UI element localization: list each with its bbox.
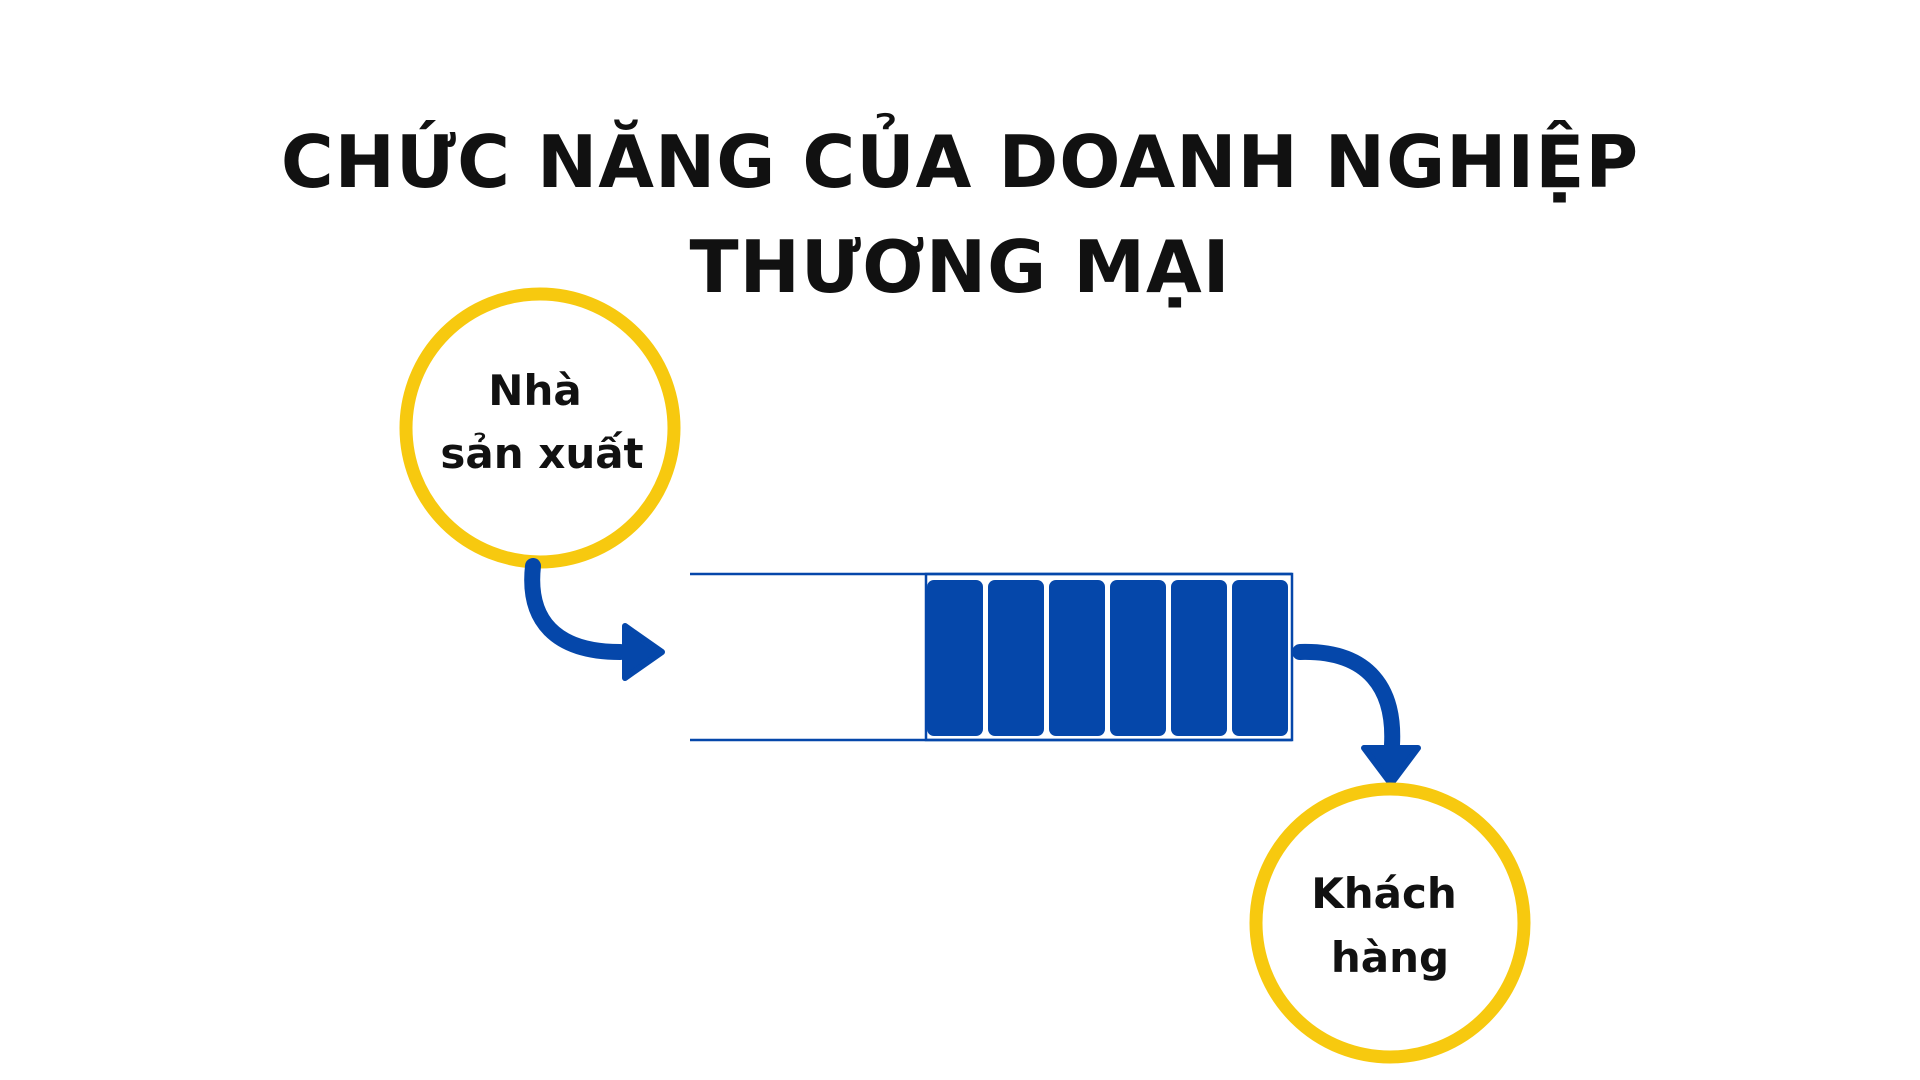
title-line-1: CHỨC NĂNG CỦA DOANH NGHIỆP xyxy=(280,120,1640,205)
curved-arrow-right-icon xyxy=(524,558,665,681)
storage-box xyxy=(1171,580,1227,736)
title-line-2: THƯƠNG MẠI xyxy=(689,225,1231,310)
storage-box xyxy=(927,580,983,736)
customer-label-line-1: Khách xyxy=(1311,869,1457,918)
customer-circle xyxy=(1249,782,1531,1064)
warehouse-frame xyxy=(924,572,1294,742)
producer-circle xyxy=(399,287,681,569)
storage-box xyxy=(1232,580,1288,736)
producer-label-line-2: sản xuất xyxy=(440,429,643,478)
storage-box xyxy=(1049,580,1105,736)
customer-node: Khách hàng xyxy=(1249,782,1531,1064)
storage-box xyxy=(1110,580,1166,736)
warehouse-boxes-icon xyxy=(690,572,1294,742)
customer-label-line-2: hàng xyxy=(1331,933,1449,982)
producer-label-line-1: Nhà xyxy=(488,366,581,415)
page-title: CHỨC NĂNG CỦA DOANH NGHIỆP THƯƠNG MẠI xyxy=(0,110,1920,320)
curved-arrow-down-icon xyxy=(1292,643,1421,787)
storage-box xyxy=(988,580,1044,736)
producer-node: Nhà sản xuất xyxy=(399,287,681,569)
